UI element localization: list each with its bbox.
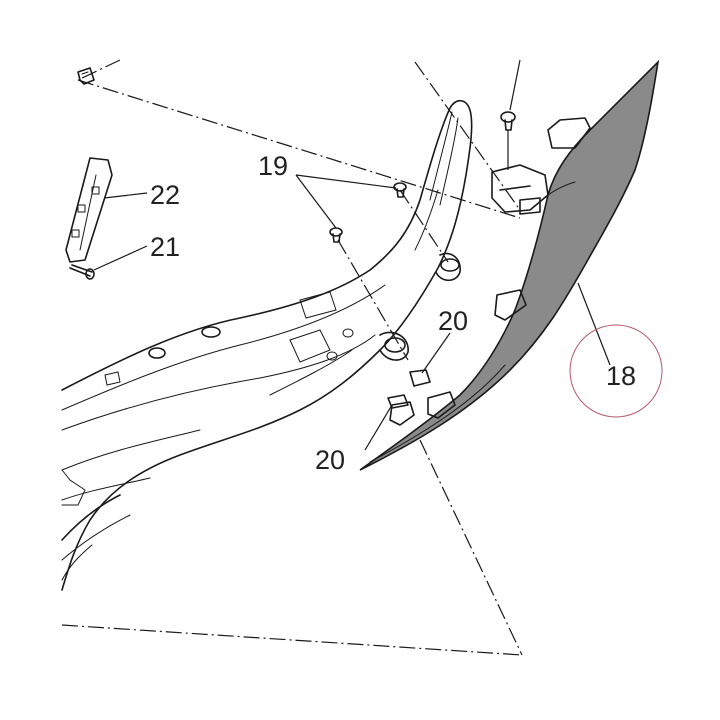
callout-19: 19: [258, 151, 288, 181]
panel-shape: [359, 59, 660, 471]
side-panel-18: [359, 59, 660, 471]
assembly-axis-lines: [61, 59, 523, 656]
callout-21: 21: [150, 232, 180, 262]
screw-top-bracket: [500, 59, 521, 170]
frame-body: [61, 99, 473, 591]
callout-22: 22: [150, 180, 180, 210]
leader-lines: [93, 174, 611, 451]
callout-18: 18: [606, 361, 636, 391]
bracket-strip-22: [65, 157, 113, 263]
upper-bracket: [491, 164, 549, 215]
screw-21: [69, 264, 95, 280]
screw-19-b: [393, 182, 407, 198]
highlight-circle-18: [569, 324, 663, 418]
callout-20-lower: 20: [315, 445, 345, 475]
callout-20-upper: 20: [438, 306, 468, 336]
top-left-clip: [77, 67, 95, 85]
clip-20-lower: [387, 394, 409, 409]
clip-20-upper: [409, 369, 431, 387]
screw-19-a: [329, 227, 343, 243]
